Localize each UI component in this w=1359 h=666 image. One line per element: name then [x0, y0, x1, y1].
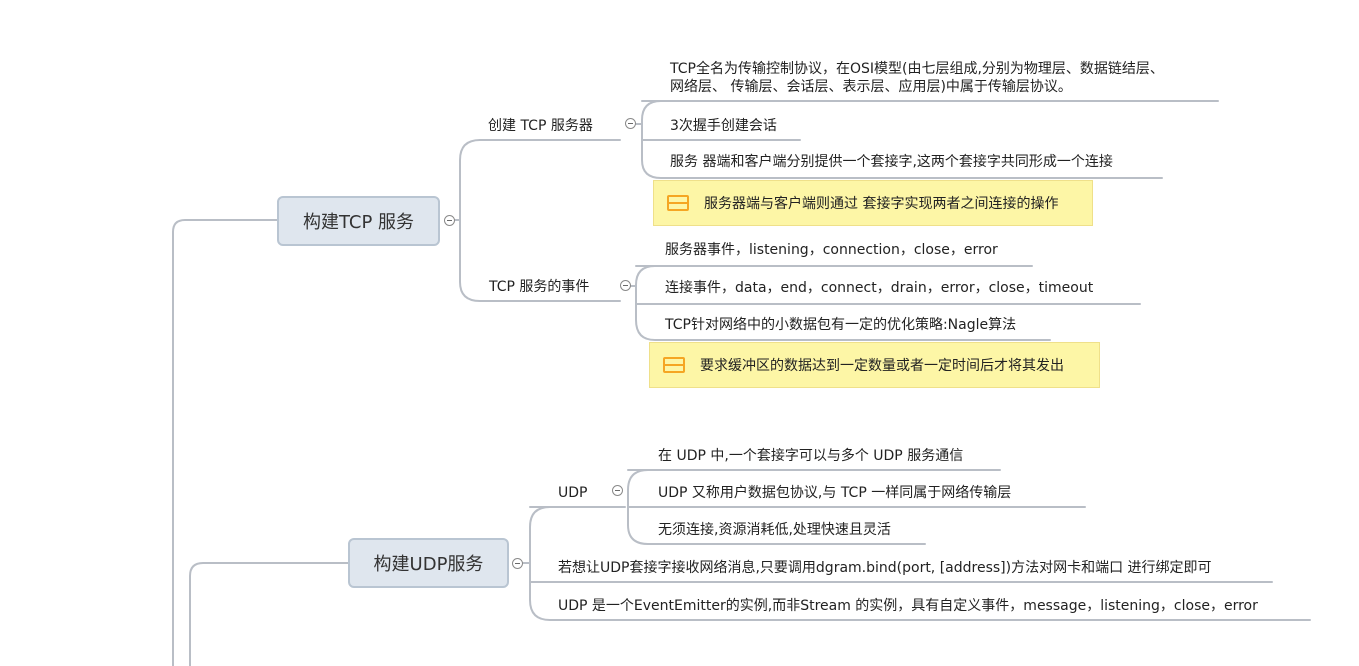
note-text: 要求缓冲区的数据达到一定数量或者一定时间后才将其发出	[700, 358, 1064, 374]
topic-tcp-definition-line1[interactable]: TCP全名为传输控制协议，在OSI模型(由七层组成,分别为物理层、数据链结层、	[670, 61, 1164, 77]
topic-three-way-handshake[interactable]: 3次握手创建会话	[670, 118, 777, 134]
note-icon	[663, 357, 685, 373]
note-buffer-flush[interactable]: 要求缓冲区的数据达到一定数量或者一定时间后才将其发出	[649, 342, 1100, 388]
subtopic-udp[interactable]: UDP	[558, 485, 588, 501]
subtopic-udp-eventemitter[interactable]: UDP 是一个EventEmitter的实例,而非Stream 的实例，具有自定…	[558, 598, 1258, 614]
subtopic-tcp-events[interactable]: TCP 服务的事件	[489, 279, 590, 295]
topic-udp-multi-service[interactable]: 在 UDP 中,一个套接字可以与多个 UDP 服务通信	[658, 448, 964, 464]
collapse-toggle-icon[interactable]	[512, 558, 523, 569]
note-text: 服务器端与客户端则通过 套接字实现两者之间连接的操作	[704, 196, 1059, 212]
collapse-toggle-icon[interactable]	[620, 280, 631, 291]
note-icon	[667, 195, 689, 211]
topic-nagle-algorithm[interactable]: TCP针对网络中的小数据包有一定的优化策略:Nagle算法	[665, 317, 1017, 333]
collapse-toggle-icon[interactable]	[444, 215, 455, 226]
note-socket-operation[interactable]: 服务器端与客户端则通过 套接字实现两者之间连接的操作	[653, 180, 1093, 226]
subtopic-create-tcp-server[interactable]: 创建 TCP 服务器	[488, 118, 593, 134]
main-topic-tcp[interactable]: 构建TCP 服务	[277, 196, 440, 246]
topic-tcp-definition-line2[interactable]: 网络层、 传输层、会话层、表示层、应用层)中属于传输层协议。	[670, 79, 1072, 95]
topic-connection-events[interactable]: 连接事件，data，end，connect，drain，error，close，…	[665, 280, 1094, 296]
collapse-toggle-icon[interactable]	[612, 485, 623, 496]
topic-udp-features[interactable]: 无须连接,资源消耗低,处理快速且灵活	[658, 522, 891, 538]
topic-server-events[interactable]: 服务器事件，listening，connection，close，error	[665, 242, 998, 258]
topic-socket-pair[interactable]: 服务 器端和客户端分别提供一个套接字,这两个套接字共同形成一个连接	[670, 154, 1113, 170]
subtopic-udp-bind[interactable]: 若想让UDP套接字接收网络消息,只要调用dgram.bind(port, [ad…	[558, 560, 1212, 576]
collapse-toggle-icon[interactable]	[625, 118, 636, 129]
topic-udp-definition[interactable]: UDP 又称用户数据包协议,与 TCP 一样同属于网络传输层	[658, 485, 1012, 501]
main-topic-udp[interactable]: 构建UDP服务	[348, 538, 509, 588]
